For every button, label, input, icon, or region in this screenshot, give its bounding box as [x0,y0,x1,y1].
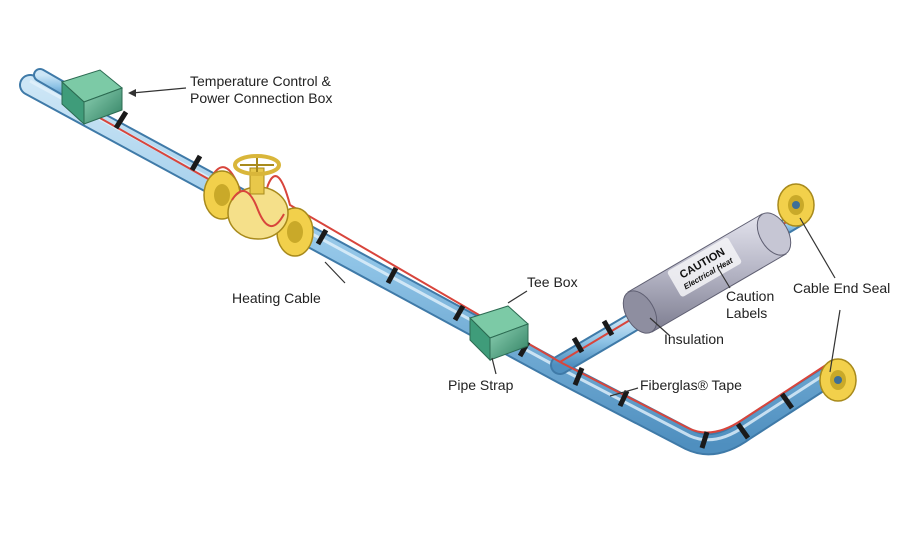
label-insulation: Insulation [664,331,724,347]
insulation-cylinder: CAUTION Electrical Heat [622,212,792,334]
end-flange-lower [819,358,857,402]
label-fiberglas-tape: Fiberglas® Tape [640,377,742,393]
end-flange-upper [777,183,815,227]
temperature-control-box [61,69,123,126]
label-heating-cable: Heating Cable [232,290,321,306]
tee-box [469,305,529,362]
label-cable-end-seal: Cable End Seal [793,280,890,296]
labels: Temperature Control & Power Connection B… [190,73,890,393]
label-caution-labels-line2: Labels [726,305,767,321]
leader-lines [128,87,841,397]
label-temperature-control-line1: Temperature Control & [190,73,332,89]
label-temperature-control-line2: Power Connection Box [190,90,332,106]
label-caution-labels-line1: Caution [726,288,774,304]
label-pipe-strap: Pipe Strap [448,377,514,393]
label-tee-box: Tee Box [527,274,578,290]
fiberglas-tape-bands [113,110,795,449]
valve-assembly [203,154,314,257]
